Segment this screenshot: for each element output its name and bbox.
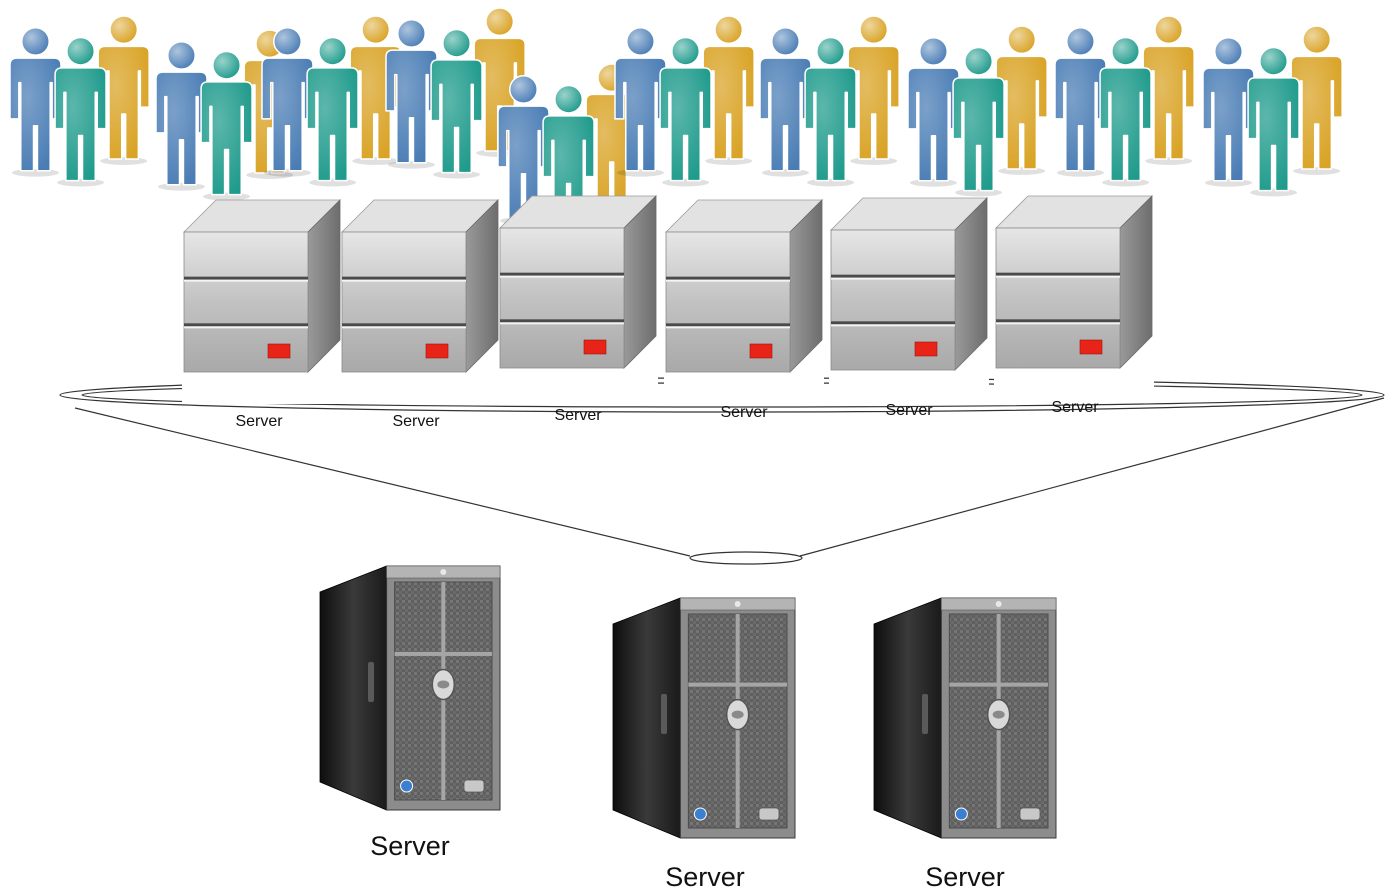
- server-box-icon: [665, 199, 823, 373]
- user-group-icon: [614, 15, 755, 187]
- person-figure: [1290, 25, 1343, 175]
- tower-server-icon: [319, 565, 501, 811]
- server-box-icon: [995, 195, 1153, 369]
- user-groups-row: [9, 7, 1343, 235]
- backend-server-label: Server: [925, 862, 1005, 892]
- web-server-label: Server: [392, 413, 440, 430]
- backend-server: Server: [873, 597, 1057, 892]
- person-figure: [952, 46, 1005, 197]
- web-server: Server: [829, 197, 989, 419]
- backend-server-label: Server: [665, 862, 745, 892]
- server-box-icon: [830, 197, 988, 371]
- backend-link-ring: [689, 551, 803, 565]
- drive-slot-icon: [758, 807, 780, 821]
- tower-server-icon: [873, 597, 1057, 839]
- person-figure: [847, 15, 900, 165]
- person-figure: [155, 40, 208, 191]
- web-server: Server: [498, 195, 658, 424]
- person-figure: [907, 36, 960, 187]
- person-figure: [306, 36, 359, 187]
- person-figure: [614, 26, 667, 177]
- drive-slot-icon: [463, 779, 485, 793]
- user-group-icon: [907, 25, 1048, 197]
- person-figure: [659, 36, 712, 187]
- web-server-label: Server: [554, 407, 602, 424]
- server-box-icon: [341, 199, 499, 373]
- user-group-icon: [1202, 25, 1343, 197]
- status-led-icon: [1079, 339, 1103, 355]
- person-figure: [1247, 46, 1300, 197]
- person-figure: [702, 15, 755, 165]
- status-led-icon: [583, 339, 607, 355]
- person-figure: [1202, 36, 1255, 187]
- uplink-right-line: [799, 397, 1385, 557]
- web-server: Server: [994, 195, 1154, 416]
- drive-slot-icon: [1019, 807, 1041, 821]
- user-group-icon: [1054, 15, 1195, 187]
- person-figure: [804, 36, 857, 187]
- power-button-icon: [954, 807, 968, 821]
- backend-server: Server: [319, 565, 501, 861]
- web-server-label: Server: [1051, 399, 1099, 416]
- tower-server-icon: [612, 597, 796, 839]
- user-group-icon: [385, 7, 526, 179]
- server-box-icon: [499, 195, 657, 369]
- web-server: Server: [340, 199, 500, 430]
- status-led-icon: [267, 343, 291, 359]
- backend-server: Server: [612, 597, 796, 892]
- web-server: Server: [182, 199, 342, 430]
- web-server: Server: [664, 199, 824, 421]
- person-figure: [995, 25, 1048, 175]
- person-figure: [54, 36, 107, 187]
- power-button-icon: [400, 779, 414, 793]
- person-figure: [1099, 36, 1152, 187]
- person-figure: [261, 26, 314, 177]
- backend-server-label: Server: [370, 831, 450, 861]
- status-led-icon: [914, 341, 938, 357]
- web-server-label: Server: [720, 404, 768, 421]
- person-figure: [759, 26, 812, 177]
- status-led-icon: [425, 343, 449, 359]
- user-group-icon: [261, 15, 402, 187]
- web-server-label: Server: [235, 413, 283, 430]
- status-led-icon: [749, 343, 773, 359]
- person-figure: [497, 74, 550, 225]
- person-figure: [97, 15, 150, 165]
- person-figure: [1054, 26, 1107, 177]
- user-group-icon: [9, 15, 150, 187]
- user-group-icon: [759, 15, 900, 187]
- person-figure: [9, 26, 62, 177]
- server-box-icon: [183, 199, 341, 373]
- uplink-left-line: [74, 407, 691, 557]
- web-server-label: Server: [885, 402, 933, 419]
- person-figure: [385, 18, 438, 169]
- person-figure: [200, 50, 253, 201]
- person-figure: [430, 28, 483, 179]
- power-button-icon: [693, 807, 707, 821]
- person-figure: [1142, 15, 1195, 165]
